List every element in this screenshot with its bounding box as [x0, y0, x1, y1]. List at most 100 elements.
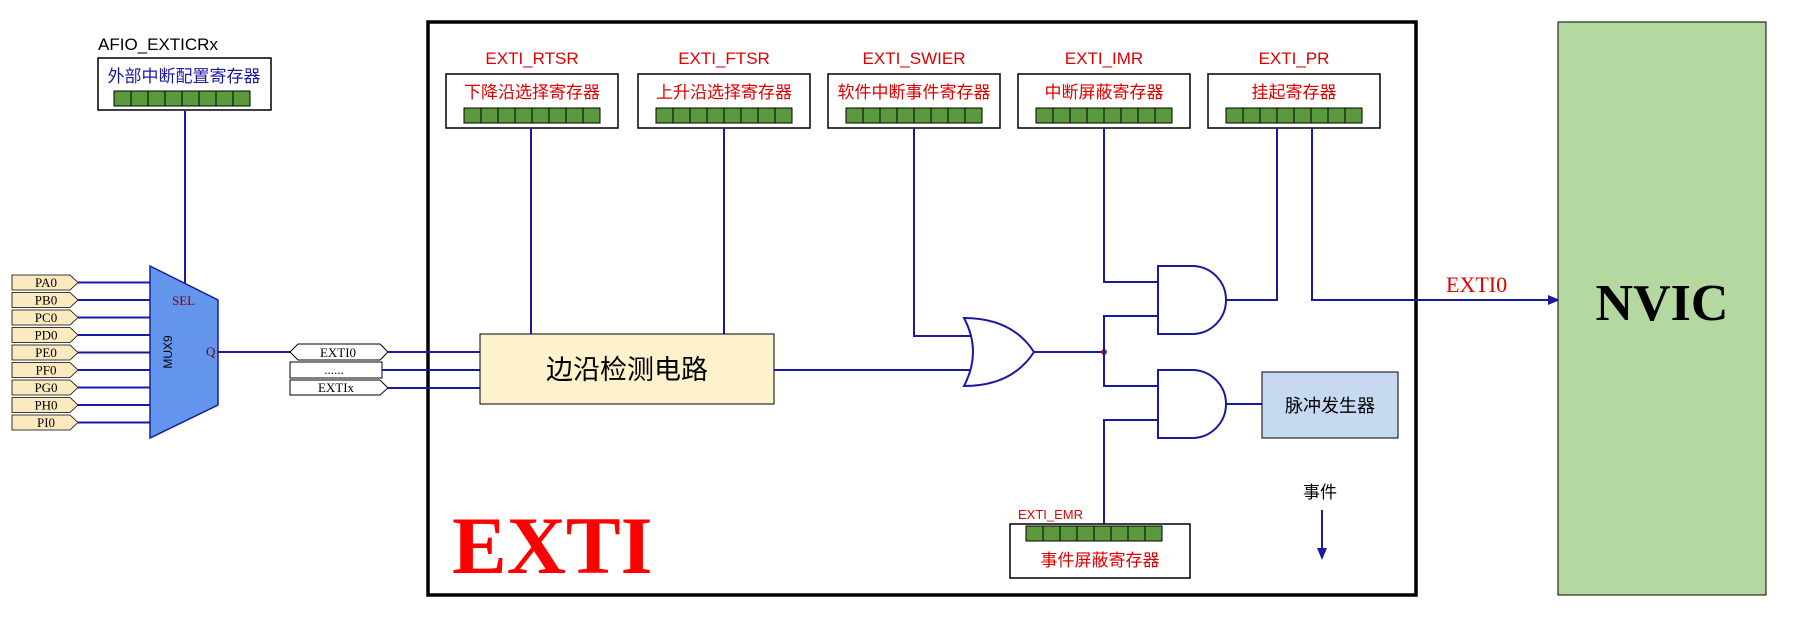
- pulse-generator-label: 脉冲发生器: [1285, 396, 1375, 417]
- afio-register: AFIO_EXTICRx 外部中断配置寄存器: [97, 35, 272, 111]
- pin-tag: [11, 274, 79, 291]
- register-exti-pr: EXTI_PR 挂起寄存器: [1207, 49, 1381, 129]
- pin-pc0: PC0: [11, 309, 150, 326]
- register-bit: [879, 107, 898, 124]
- register-bit: [497, 107, 516, 124]
- register-bit: [1225, 107, 1244, 124]
- register-bit: [930, 107, 949, 124]
- swier-wire: [913, 128, 978, 337]
- register-bit: [1327, 107, 1346, 124]
- afio-register-bits: [113, 90, 251, 107]
- pin-pd0: PD0: [11, 327, 150, 343]
- register-bit: [1076, 525, 1095, 542]
- register-bit: [463, 107, 482, 124]
- register-bit: [845, 107, 864, 124]
- emr-wire: [1103, 419, 1158, 526]
- register-bit: [1086, 107, 1105, 124]
- register-bit: [1059, 525, 1078, 542]
- pin-tag: [11, 292, 79, 308]
- register-bit: [964, 107, 983, 124]
- register-bit: [480, 107, 499, 124]
- or-to-and1-wire: [1103, 315, 1158, 352]
- register-bit: [1310, 107, 1329, 124]
- or-to-and2-wire: [1103, 352, 1158, 387]
- register-name: 挂起寄存器: [1252, 83, 1337, 103]
- register-bit: [1025, 525, 1044, 542]
- register-bit: [723, 107, 742, 124]
- pin-ph0: PH0: [11, 397, 150, 413]
- register-bit: [1093, 525, 1112, 542]
- register-bits: [845, 107, 983, 124]
- register-bit: [672, 107, 691, 124]
- afio-register-name: 外部中断配置寄存器: [108, 67, 261, 87]
- register-exti-imr: EXTI_IMR 中断屏蔽寄存器: [1017, 49, 1191, 129]
- extix-line-tag: [289, 379, 389, 396]
- pin-tag: [11, 327, 79, 343]
- pin-tag: [11, 362, 79, 378]
- pin-tag: [11, 379, 79, 396]
- register-bit: [198, 90, 217, 107]
- register-bit: [1052, 107, 1071, 124]
- register-name: 中断屏蔽寄存器: [1045, 83, 1164, 103]
- register-bit: [1242, 107, 1261, 124]
- register-bit: [1344, 107, 1363, 124]
- register-bit: [1120, 107, 1139, 124]
- exti-block: [426, 20, 1418, 597]
- edge-detect-box: [479, 333, 775, 405]
- mux-shape: [149, 264, 219, 440]
- register-bit: [774, 107, 793, 124]
- register-bit: [164, 90, 183, 107]
- register-bit: [1103, 107, 1122, 124]
- register-bit: [896, 107, 915, 124]
- pin-label: PE0: [35, 345, 57, 360]
- exti-input-wires: [382, 351, 480, 389]
- register-title: EXTI_SWIER: [863, 49, 966, 68]
- register-bit: [1144, 525, 1163, 542]
- extix-line-label: EXTIx: [318, 380, 355, 395]
- register-title: EXTI_PR: [1259, 49, 1330, 68]
- pin-label: PD0: [34, 328, 57, 343]
- register-bit: [130, 90, 149, 107]
- register-bit: [1127, 525, 1146, 542]
- register-bits: [1225, 107, 1363, 124]
- pin-label: PG0: [34, 380, 57, 395]
- mux-sel-label: SEL: [172, 293, 195, 308]
- register-bit: [1276, 107, 1295, 124]
- pulse-generator-box: [1261, 371, 1399, 439]
- register-bit: [582, 107, 601, 124]
- register-bit: [1042, 525, 1061, 542]
- register-bit: [548, 107, 567, 124]
- register-bit: [1293, 107, 1312, 124]
- register-title: EXTI_FTSR: [678, 49, 770, 68]
- and-gate-event: [1157, 369, 1227, 439]
- register-bit: [757, 107, 776, 124]
- register-bit: [947, 107, 966, 124]
- mux9: SEL Q MUX9: [149, 264, 219, 440]
- mux-q-label: Q: [206, 344, 216, 359]
- pin-pa0: PA0: [11, 274, 150, 291]
- pr-output-wire: [1311, 128, 1560, 305]
- emr-register-name: 事件屏蔽寄存器: [1041, 551, 1160, 571]
- register-bit: [1035, 107, 1054, 124]
- register-name: 上升沿选择寄存器: [656, 83, 792, 103]
- exti0-line-label: EXTI0: [320, 345, 356, 360]
- event-label: 事件: [1303, 483, 1337, 503]
- register-bit: [215, 90, 234, 107]
- pin-tag: [11, 414, 79, 431]
- emr-register-title: EXTI_EMR: [1018, 507, 1083, 522]
- register-exti-ftsr: EXTI_FTSR 上升沿选择寄存器: [637, 49, 811, 129]
- emr-register-bits: [1025, 525, 1163, 542]
- pin-label: PB0: [35, 293, 57, 308]
- mux-name-label: MUX9: [161, 335, 175, 369]
- pin-pb0: PB0: [11, 292, 150, 308]
- register-bit: [740, 107, 759, 124]
- afio-register-title: AFIO_EXTICRx: [98, 35, 218, 54]
- register-title: EXTI_IMR: [1065, 49, 1143, 68]
- register-bit: [181, 90, 200, 107]
- register-bit: [689, 107, 708, 124]
